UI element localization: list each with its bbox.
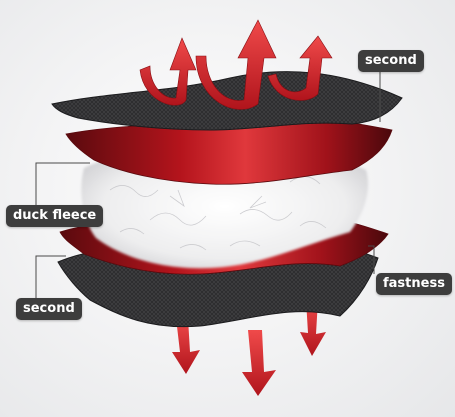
arrow-down-icon <box>172 300 326 396</box>
label-bottom-left: second <box>16 298 82 320</box>
label-top-right: second <box>358 50 424 72</box>
leader-line-bottom-left <box>35 255 66 298</box>
curved-arrow-up-icon <box>139 19 333 110</box>
label-fastness: fastness <box>376 273 452 295</box>
label-duck-fleece: duck fleece <box>6 205 104 227</box>
leader-lines <box>35 70 381 298</box>
leader-line-left-middle <box>35 162 90 206</box>
leader-line-bottom-right <box>368 245 375 274</box>
